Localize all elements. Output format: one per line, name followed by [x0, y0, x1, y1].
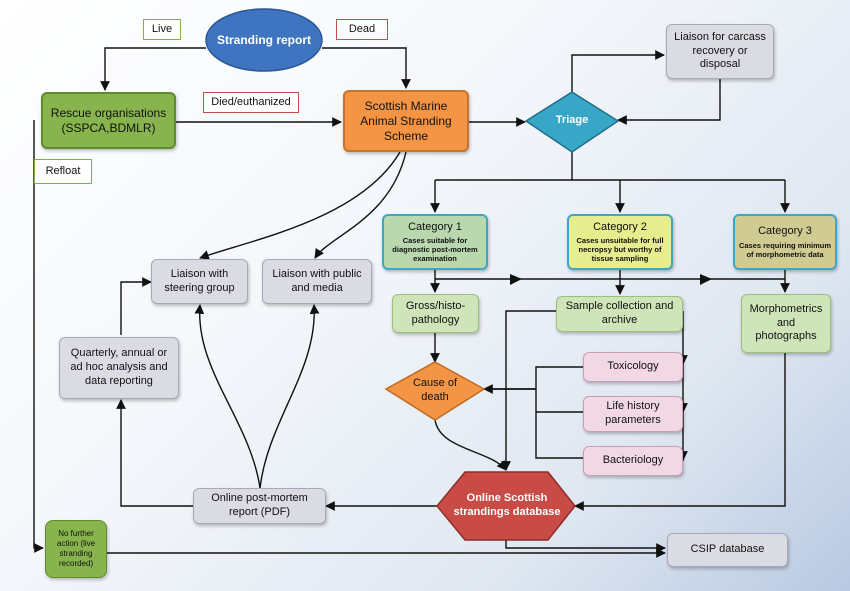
bacteriology: Bacteriology [583, 446, 683, 476]
arrow-quarterly-to-steering [120, 277, 152, 335]
arrow-triage-to-carcass [571, 50, 665, 92]
quarterly-reporting: Quarterly, annual or ad hoc analysis and… [59, 337, 179, 399]
category-2: Category 2 Cases unsuitable for full nec… [567, 214, 673, 270]
triage-label: Triage [555, 114, 589, 127]
arrow-smass-to-steering [199, 151, 401, 260]
category-2-title: Category 2 [593, 220, 647, 233]
toxicology: Toxicology [583, 352, 683, 382]
arrow-refloat-line [33, 120, 44, 553]
arrow-report-to-rescue [100, 47, 206, 91]
category-1-desc: Cases suitable for diagnostic post-morte… [392, 236, 478, 264]
stranding-report: Stranding report [216, 32, 311, 47]
online-strandings-database: Online Scottish strandings database [453, 492, 561, 518]
no-further-action: No further action (live stranding record… [45, 520, 107, 578]
died-euthanized-label: Died/euthanized [203, 92, 299, 113]
life-history-parameters: Life history parameters [583, 396, 683, 432]
live-label: Live [143, 19, 181, 40]
cause-of-death: Cause of death [412, 377, 458, 403]
arrow-pm-to-quarterly [116, 399, 193, 507]
bus-arrow-2 [700, 274, 712, 285]
category-3-desc: Cases requiring minimum of morphometric … [738, 240, 832, 259]
smass-box: Scottish Marine Animal Stranding Scheme [343, 90, 469, 152]
arrow-carcass-to-triage [617, 79, 721, 125]
arrow-pm-to-steering [194, 304, 261, 489]
arrow-report-to-smass [322, 47, 411, 89]
sample-collection: Sample collection and archive [556, 296, 683, 332]
stranding-report-ellipse [205, 8, 323, 72]
online-post-mortem-report: Online post-mortem report (PDF) [193, 488, 326, 524]
gross-histo-pathology: Gross/histo-pathology [392, 294, 479, 333]
morphometrics-photographs: Morphometrics and photographs [741, 294, 831, 353]
bus-arrow-1 [510, 274, 522, 285]
category-1: Category 1 Cases suitable for diagnostic… [382, 214, 488, 270]
arrow-sample-to-db [501, 310, 556, 471]
arrow-tests-to-cause [484, 366, 583, 459]
online-db-hexagon [436, 471, 576, 541]
triage-diamond [524, 91, 620, 153]
category-2-desc: Cases unsuitable for full necropsy but w… [576, 236, 664, 264]
cause-diamond [384, 361, 486, 421]
category-3-title: Category 3 [758, 225, 812, 238]
arrow-smass-to-public [314, 151, 407, 259]
arrow-morpho-to-db [574, 353, 786, 511]
rescue-organisations: Rescue organisations (SSPCA,BDMLR) [41, 92, 176, 149]
liaison-carcass: Liaison for carcass recovery or disposal [666, 24, 774, 79]
category-3: Category 3 Cases requiring minimum of mo… [733, 214, 837, 270]
dead-label: Dead [336, 19, 388, 40]
liaison-public-media: Liaison with public and media [262, 259, 372, 304]
arrow-pm-to-public [259, 304, 320, 489]
csip-database: CSIP database [667, 533, 788, 567]
arrow-cause-to-db [434, 419, 507, 471]
liaison-steering-group: Liaison with steering group [151, 259, 248, 304]
refloat-label: Refloat [34, 159, 92, 184]
category-1-title: Category 1 [408, 220, 462, 233]
